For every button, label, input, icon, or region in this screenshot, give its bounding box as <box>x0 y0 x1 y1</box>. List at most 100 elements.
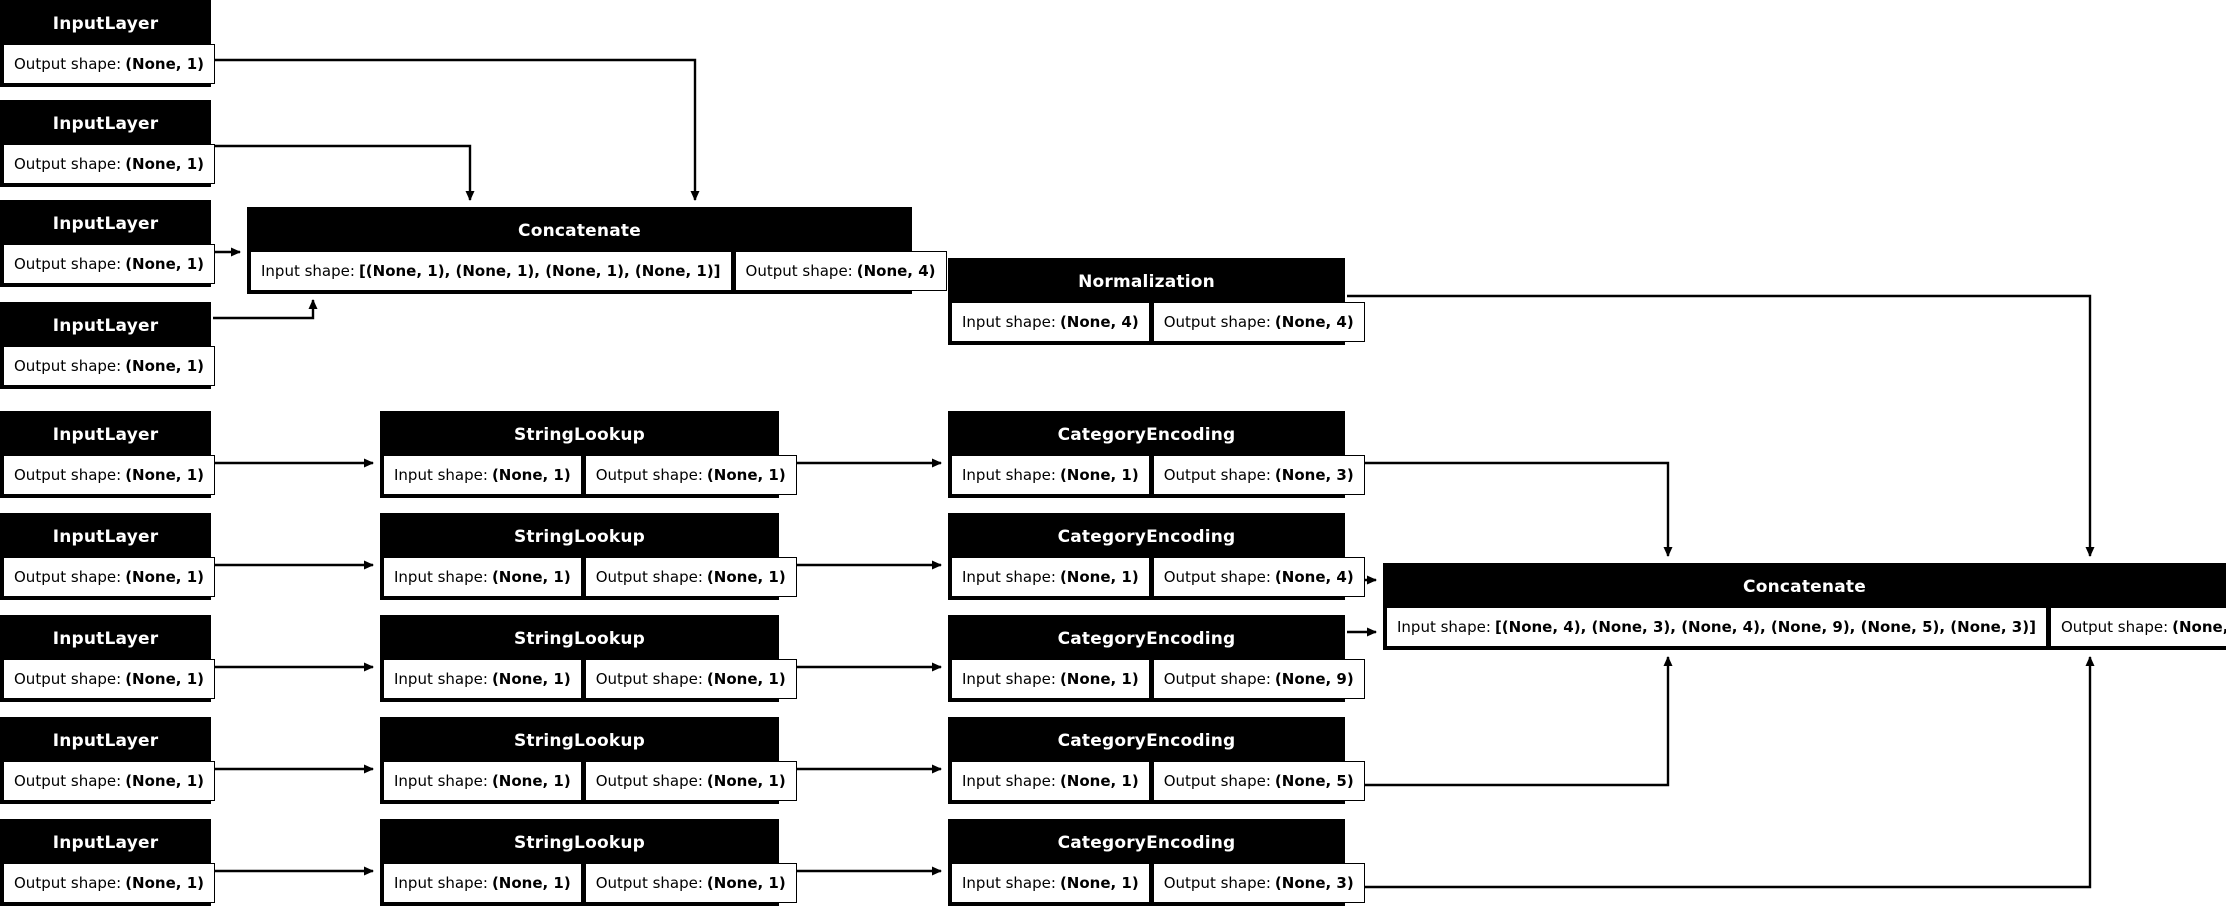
output-shape-cell: Output shape:(None, 28) <box>2049 607 2226 647</box>
output-shape-cell-value: (None, 4) <box>1274 313 1354 331</box>
output-shape-cell-value: (None, 9) <box>1274 670 1354 688</box>
output-shape-cell: Output shape:(None, 1) <box>584 455 797 495</box>
node-title: InputLayer <box>3 203 208 244</box>
input-shape-cell-value: (None, 1) <box>1059 874 1139 892</box>
output-shape-cell-value: (None, 1) <box>125 874 204 892</box>
node-shape-row: Input shape:(None, 1)Output shape:(None,… <box>383 761 797 801</box>
output-shape-cell: Output shape:(None, 1) <box>3 244 215 284</box>
input-shape-cell-value: (None, 1) <box>491 772 571 790</box>
output-shape-cell: Output shape:(None, 1) <box>3 346 215 386</box>
output-shape-cell-value: (None, 1) <box>125 155 204 173</box>
output-shape-cell-value: (None, 1) <box>706 670 786 688</box>
input-shape-cell-value: (None, 1) <box>491 670 571 688</box>
output-shape-cell: Output shape:(None, 1) <box>3 455 215 495</box>
input-shape-cell: Input shape:[(None, 4), (None, 3), (None… <box>1386 607 2047 647</box>
node-shape-row: Output shape:(None, 1) <box>3 863 215 903</box>
output-shape-cell-label: Output shape: <box>595 772 703 790</box>
edge-ce1-to-cat2 <box>1347 461 1673 557</box>
node-title: CategoryEncoding <box>951 516 1342 557</box>
node-title: InputLayer <box>3 3 208 44</box>
output-shape-cell-value: (None, 3) <box>1274 466 1354 484</box>
output-shape-cell-label: Output shape: <box>595 568 703 586</box>
input-shape-cell-value: (None, 1) <box>491 568 571 586</box>
output-shape-cell-label: Output shape: <box>595 874 703 892</box>
output-shape-cell-label: Output shape: <box>14 255 122 273</box>
node-title: CategoryEncoding <box>951 720 1342 761</box>
node-title: InputLayer <box>3 720 208 761</box>
node-shape-row: Output shape:(None, 1) <box>3 455 215 495</box>
input-shape-cell: Input shape:(None, 1) <box>951 557 1150 597</box>
input-shape-cell: Input shape:(None, 1) <box>951 455 1150 495</box>
input-shape-cell: Input shape:(None, 1) <box>383 863 582 903</box>
output-shape-cell: Output shape:(None, 3) <box>1152 863 1365 903</box>
input-shape-cell-label: Input shape: <box>962 874 1056 892</box>
output-shape-cell-value: (None, 1) <box>125 466 204 484</box>
output-shape-cell-label: Output shape: <box>1163 772 1271 790</box>
input-shape-cell: Input shape:(None, 1) <box>951 761 1150 801</box>
output-shape-cell: Output shape:(None, 1) <box>3 761 215 801</box>
output-shape-cell-value: (None, 1) <box>125 772 204 790</box>
output-shape-cell-label: Output shape: <box>1163 568 1271 586</box>
input-shape-cell-value: (None, 4) <box>1059 313 1139 331</box>
node-shape-row: Output shape:(None, 1) <box>3 557 215 597</box>
output-shape-cell-label: Output shape: <box>745 262 853 280</box>
node-title: InputLayer <box>3 414 208 455</box>
node-title: StringLookup <box>383 414 776 455</box>
output-shape-cell: Output shape:(None, 1) <box>584 557 797 597</box>
output-shape-cell: Output shape:(None, 3) <box>1152 455 1365 495</box>
output-shape-cell-value: (None, 1) <box>125 568 204 586</box>
node-title: InputLayer <box>3 516 208 557</box>
node-shape-row: Input shape:(None, 1)Output shape:(None,… <box>951 557 1365 597</box>
node-shape-row: Output shape:(None, 1) <box>3 659 215 699</box>
output-shape-cell: Output shape:(None, 1) <box>584 761 797 801</box>
output-shape-cell: Output shape:(None, 1) <box>584 863 797 903</box>
input-shape-cell: Input shape:(None, 1) <box>383 557 582 597</box>
output-shape-cell-label: Output shape: <box>595 670 703 688</box>
input-shape-cell-value: (None, 1) <box>1059 466 1139 484</box>
input-shape-cell-value: [(None, 1), (None, 1), (None, 1), (None,… <box>358 262 721 280</box>
node-shape-row: Input shape:[(None, 4), (None, 3), (None… <box>1386 607 2226 647</box>
output-shape-cell-label: Output shape: <box>1163 874 1271 892</box>
output-shape-cell-label: Output shape: <box>1163 313 1271 331</box>
output-shape-cell: Output shape:(None, 4) <box>734 251 947 291</box>
input-shape-cell-value: (None, 1) <box>1059 670 1139 688</box>
input-shape-cell-label: Input shape: <box>394 466 488 484</box>
output-shape-cell-label: Output shape: <box>14 772 122 790</box>
node-shape-row: Input shape:(None, 1) Output shape:(None,… <box>951 863 1365 903</box>
input-shape-cell-label: Input shape: <box>394 568 488 586</box>
input-shape-cell: Input shape:(None, 1) <box>951 659 1150 699</box>
node-shape-row: Output shape:(None, 1) <box>3 346 215 386</box>
node-title: StringLookup <box>383 618 776 659</box>
edge-norm-to-cat2 <box>1347 294 2095 557</box>
output-shape-cell-label: Output shape: <box>14 357 122 375</box>
input-shape-cell: Input shape:(None, 1) <box>383 761 582 801</box>
output-shape-cell-label: Output shape: <box>14 568 122 586</box>
node-shape-row: Output shape:(None, 1) <box>3 244 215 284</box>
node-shape-row: Input shape:[(None, 1), (None, 1), (None… <box>250 251 947 291</box>
node-shape-row: Output shape:(None, 1) <box>3 44 215 84</box>
node-shape-row: Input shape:(None, 1)Output shape:(None,… <box>383 659 797 699</box>
output-shape-cell-value: (None, 1) <box>125 357 204 375</box>
